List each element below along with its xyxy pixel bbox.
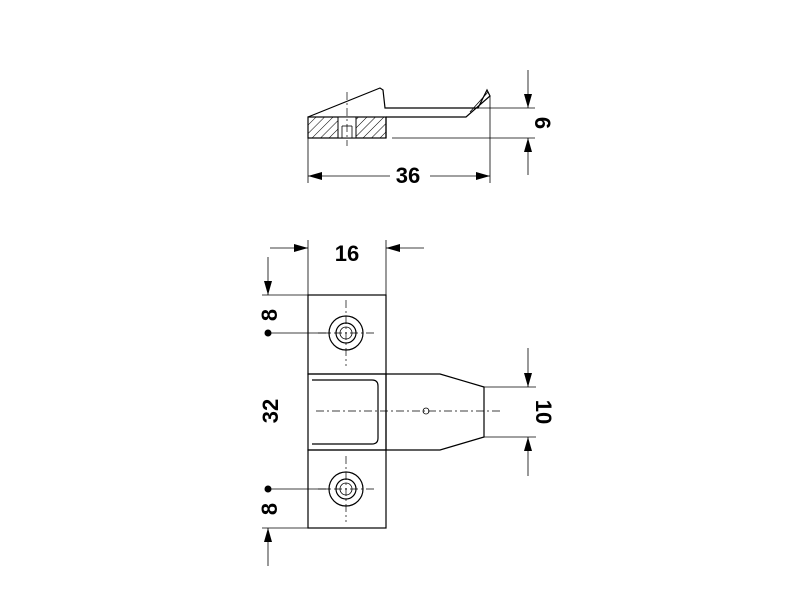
- dimension-36-label: 36: [396, 163, 420, 188]
- dimension-8-top-label: 8: [257, 309, 282, 321]
- front-view-middle-body: [307, 373, 387, 451]
- side-view: [307, 87, 491, 146]
- dimension-6: 6: [392, 70, 555, 175]
- front-view-top-plate: [307, 294, 387, 375]
- dimension-16: 16: [270, 240, 424, 295]
- side-view-outline: [307, 87, 491, 118]
- dimension-16-label: 16: [335, 241, 359, 266]
- dimension-8-bottom-label: 8: [257, 503, 282, 515]
- dimension-32-label: 32: [258, 399, 283, 423]
- front-view-tongue: [385, 373, 485, 451]
- dimension-10-label: 10: [531, 400, 556, 424]
- dimension-10: 10: [484, 348, 556, 476]
- dimension-chain-left: 8 32 8: [257, 257, 330, 566]
- dimension-6-label: 6: [530, 117, 555, 129]
- front-view: [307, 294, 500, 529]
- dimension-36: 36: [307, 96, 491, 188]
